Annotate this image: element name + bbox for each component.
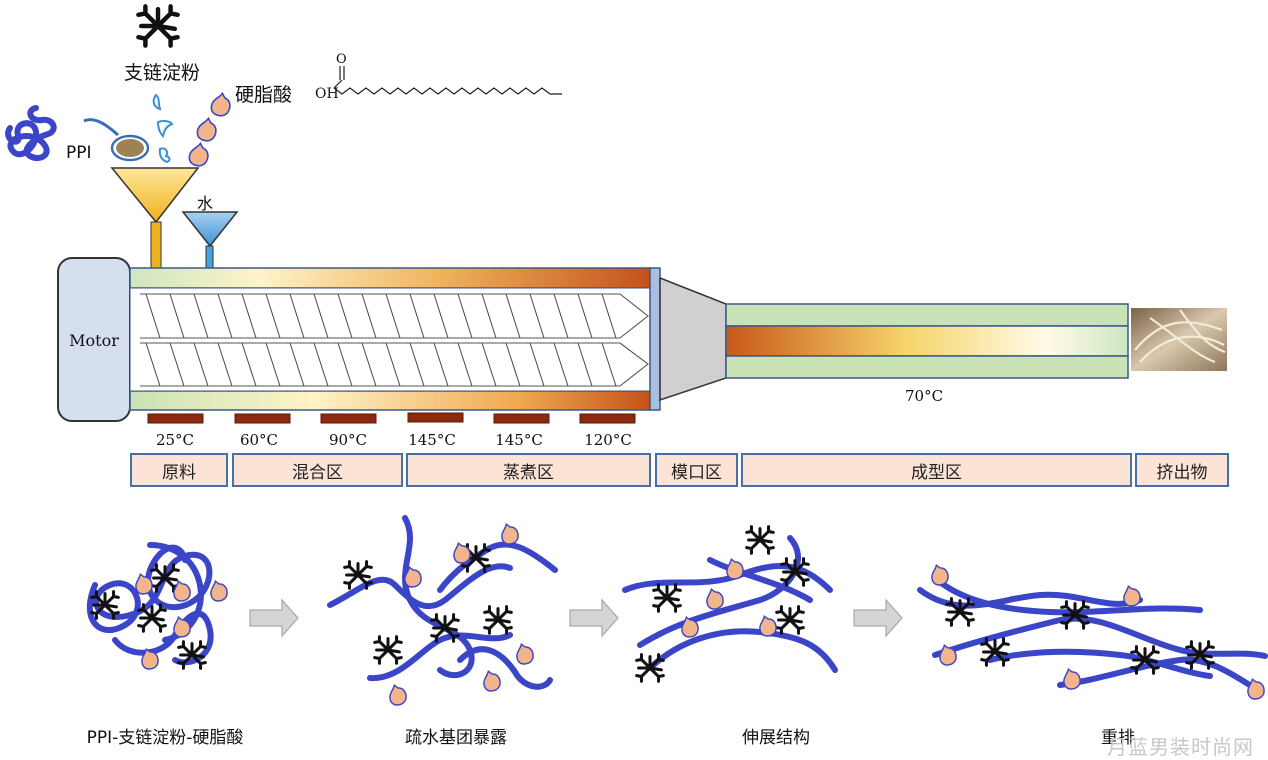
zone-cooking: 蒸煮区 xyxy=(406,453,651,487)
stearic-acid-drop-icon xyxy=(389,684,407,706)
heater-bands xyxy=(147,412,636,424)
amylopectin-molecule-icon xyxy=(137,603,167,633)
twin-screws xyxy=(140,293,649,387)
stearic-acid-drops xyxy=(185,90,236,170)
motor-label: Motor xyxy=(69,331,119,350)
stearic-acid-structure xyxy=(333,66,562,95)
zone-die: 模口区 xyxy=(655,453,738,487)
amylopectin-molecule-icon xyxy=(635,653,665,683)
arrow-2 xyxy=(569,598,619,638)
stage-caption-4: 重排 xyxy=(1101,728,1135,748)
die-cone xyxy=(659,276,727,402)
extrudate-image xyxy=(1131,308,1227,371)
zone-mixing: 混合区 xyxy=(232,453,403,487)
amylopectin-icon xyxy=(138,6,177,45)
forming-die xyxy=(725,303,1129,379)
protein-chain xyxy=(917,587,1143,609)
stage-caption-1: PPI-支链淀粉-硬脂酸 xyxy=(86,728,244,748)
stage-caption-3: 伸展结构 xyxy=(742,728,810,748)
temp-zone-6: 120°C xyxy=(584,431,632,449)
ppi-label: PPI xyxy=(66,143,92,163)
zone-raw-material: 原料 xyxy=(130,453,228,487)
protein-chain xyxy=(1057,656,1261,693)
temp-zone-2: 60°C xyxy=(239,431,279,449)
amylopectin-molecule-icon xyxy=(373,635,403,665)
arrow-1 xyxy=(249,598,299,638)
temp-zone-4: 145°C xyxy=(408,431,456,449)
stearic-acid-drop-icon xyxy=(759,615,777,637)
amylopectin-molecule-icon xyxy=(1060,600,1090,630)
arrow-3 xyxy=(853,598,903,638)
stearic-acid-drop-icon xyxy=(173,580,191,602)
amylopectin-molecule-icon xyxy=(775,605,805,635)
water-label: 水 xyxy=(197,194,214,213)
stearic-acid-drop-icon xyxy=(931,564,949,586)
carbonyl-o-label: O xyxy=(336,52,347,67)
temp-zone-5: 145°C xyxy=(495,431,543,449)
protein-chain xyxy=(707,557,813,603)
stearic-acid-drop-icon xyxy=(1123,585,1141,607)
stage-arrows xyxy=(249,598,903,638)
protein-chain xyxy=(987,648,1213,679)
amylopectin-flakes xyxy=(152,93,174,164)
stearic-acid-drop-icon xyxy=(210,580,228,602)
amylopectin-molecule-icon xyxy=(483,605,513,635)
stearic-acid-drop-icon xyxy=(483,670,501,692)
amylopectin-molecule-icon xyxy=(745,525,775,555)
stearic-acid-label: 硬脂酸 xyxy=(235,84,293,106)
amylopectin-molecule-icon xyxy=(343,560,373,590)
spoon-icon xyxy=(83,118,150,162)
extruder-barrel xyxy=(129,267,661,411)
protein-chain xyxy=(932,575,1203,616)
protein-chain xyxy=(932,615,1268,659)
protein-chain xyxy=(402,515,475,679)
watermark: 月蓝男装时尚网 xyxy=(1107,735,1254,759)
protein-chain xyxy=(647,628,838,673)
stearic-acid-drop-icon xyxy=(501,523,519,545)
amylopectin-molecule-icon xyxy=(652,583,682,613)
zone-forming: 成型区 xyxy=(741,453,1132,487)
molecule-stages xyxy=(86,515,1268,706)
stearic-acid-drop-icon xyxy=(1063,668,1081,690)
amylopectin-label: 支链淀粉 xyxy=(124,62,201,84)
main-hopper xyxy=(110,167,200,290)
temp-zone-1: 25°C xyxy=(155,431,195,449)
stage-caption-2: 疏水基团暴露 xyxy=(405,728,507,748)
protein-chain xyxy=(457,646,553,690)
zone-extrudate: 挤出物 xyxy=(1135,453,1229,487)
protein-chain xyxy=(637,535,802,648)
oh-label: OH xyxy=(315,86,339,102)
stearic-acid-drop-icon xyxy=(726,558,744,580)
amylopectin-molecule-icon xyxy=(150,563,180,593)
amylopectin-molecule-icon xyxy=(945,597,975,627)
die-temperature: 70°C xyxy=(905,387,944,405)
temp-zone-3: 90°C xyxy=(328,431,368,449)
protein-chain xyxy=(367,632,513,682)
protein-chain xyxy=(437,541,558,593)
stearic-acid-drop-icon xyxy=(516,643,534,665)
stearic-acid-drop-icon xyxy=(706,588,724,610)
ppi-protein-icon xyxy=(5,105,57,162)
